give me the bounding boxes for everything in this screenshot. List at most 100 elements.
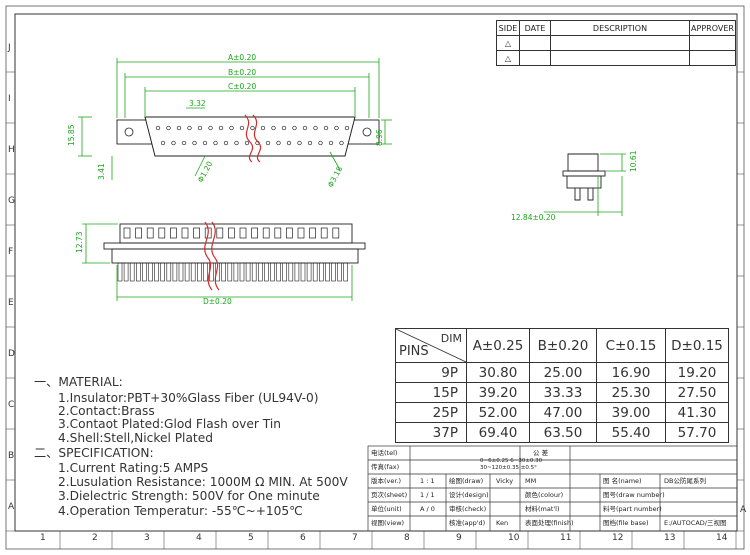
- frame-col-number: 2: [92, 533, 98, 543]
- frame-row-letter: A: [8, 502, 15, 512]
- pin-hole: [313, 125, 318, 131]
- solder-cup: [148, 262, 153, 282]
- solder-cup: [197, 262, 202, 282]
- tb-design: 设计(design): [449, 491, 489, 499]
- solder-cup: [337, 262, 342, 282]
- solder-cup: [306, 262, 312, 282]
- value-cell: 19.20: [665, 362, 729, 383]
- solder-cup: [172, 262, 178, 282]
- dimension-table: DIM PINS A±0.25 B±0.20 C±0.15 D±0.15 9P …: [395, 328, 729, 443]
- value-cell: 69.40: [466, 422, 530, 443]
- dim-c-label: C±0.20: [228, 82, 256, 91]
- tb-name-val: DB公防尾系列: [664, 477, 706, 485]
- frame-col-number: 8: [404, 533, 410, 543]
- front-view: [82, 221, 366, 301]
- rev-header-description: DESCRIPTION: [550, 20, 690, 36]
- mount-hole-right: [362, 127, 372, 137]
- frame-row-letter: B: [8, 451, 14, 461]
- side-view: [544, 153, 626, 216]
- tb-check: 审核(check): [449, 505, 487, 513]
- pin-hole: [281, 125, 287, 131]
- frame-col-number: 9: [456, 533, 462, 543]
- pin-hole: [328, 140, 334, 146]
- pin-hole: [292, 125, 297, 131]
- tb-approve: 核准(app'd): [449, 519, 486, 527]
- dim-d-label: D±0.20: [203, 297, 232, 306]
- tb-tolerance: 公 差: [533, 449, 549, 457]
- material-line-2: 2.Contact:Brass: [58, 404, 155, 418]
- tb-units: 单位(unit): [371, 505, 402, 513]
- value-cell: 16.90: [596, 362, 666, 383]
- solder-cup: [154, 262, 159, 282]
- solder-cup: [117, 262, 123, 282]
- dim-1273-label: 12.73: [75, 231, 84, 253]
- spec-line-4: 4.Operation Temperatur: -55℃~+105℃: [58, 504, 303, 518]
- solder-cup: [190, 262, 196, 282]
- tb-surface: 表面处理(finish): [525, 519, 574, 527]
- dim-phi318-label: Φ3.18: [326, 165, 345, 189]
- frame-col-number: 3: [144, 533, 150, 543]
- material-line-1: 1.Insulator:PBT+30%Glass Fiber (UL94V-0): [58, 391, 319, 405]
- pin-row-bottom: [160, 140, 344, 146]
- tb-ken: Ken: [496, 519, 509, 527]
- outer-border: [5, 5, 745, 550]
- pin-hole: [260, 125, 266, 131]
- front-tab: [123, 227, 131, 239]
- solder-cup: [325, 262, 330, 282]
- pin-hole: [344, 125, 350, 131]
- solder-cup: [203, 262, 208, 282]
- frame-row-letter: G: [8, 196, 15, 206]
- table-row: 37P 69.40 63.50 55.40 57.70: [395, 422, 729, 443]
- pin-hole: [271, 125, 276, 131]
- solder-cup: [142, 262, 147, 282]
- pins-cell: 37P: [395, 422, 467, 443]
- solder-cup: [227, 262, 233, 282]
- title-block: [367, 445, 738, 532]
- dim-1585-label: 15.85: [67, 124, 76, 146]
- frame-col-number: 12: [612, 533, 623, 543]
- frame-col-number: 14: [716, 533, 728, 543]
- pin-hole: [276, 140, 281, 146]
- pins-cell: 15P: [395, 382, 467, 403]
- frame-row-letter: J: [7, 43, 11, 53]
- tb-mm: MM: [525, 477, 537, 485]
- pin-hole: [339, 140, 344, 146]
- front-top-tabs: [123, 227, 340, 239]
- rev-header-date: DATE: [519, 20, 551, 36]
- front-tab: [320, 227, 328, 239]
- spec-heading: 二、SPECIFICATION:: [34, 446, 154, 460]
- top-dshell: [144, 116, 356, 157]
- front-tab: [228, 227, 235, 239]
- value-cell: 33.33: [529, 382, 597, 403]
- dim-header-label: DIM: [440, 332, 462, 345]
- pin-hole: [208, 125, 213, 131]
- pin-hole: [218, 125, 224, 131]
- break-mark-front: [204, 221, 213, 291]
- tb-fax: 传真(fax): [371, 463, 400, 471]
- rev-header-side: SIDE: [496, 20, 520, 36]
- solder-cup: [282, 262, 288, 282]
- top-view: [78, 58, 392, 180]
- front-tab: [251, 227, 258, 239]
- dim-341-label: 3.41: [97, 163, 106, 180]
- frame-col-number: 10: [508, 533, 520, 543]
- pin-hole: [307, 140, 313, 146]
- tb-file-val: E:/AUTOCAD/三视图: [664, 519, 727, 527]
- front-tab: [239, 227, 247, 239]
- pin-hole: [166, 125, 171, 131]
- solder-cup: [270, 262, 275, 282]
- pin-hole: [250, 125, 255, 131]
- front-tab: [216, 227, 224, 239]
- tb-version: 版本(ver.): [371, 477, 402, 485]
- pin-hole: [297, 140, 302, 146]
- solder-cup: [294, 262, 300, 282]
- solder-cup: [264, 262, 269, 282]
- solder-cup: [160, 262, 165, 282]
- pin-hole: [318, 140, 323, 146]
- pin-hole: [160, 140, 166, 146]
- tb-proj: 视图(view): [371, 519, 405, 527]
- solder-cup: [129, 262, 135, 282]
- pin-hole: [239, 125, 245, 131]
- front-tab: [135, 227, 142, 239]
